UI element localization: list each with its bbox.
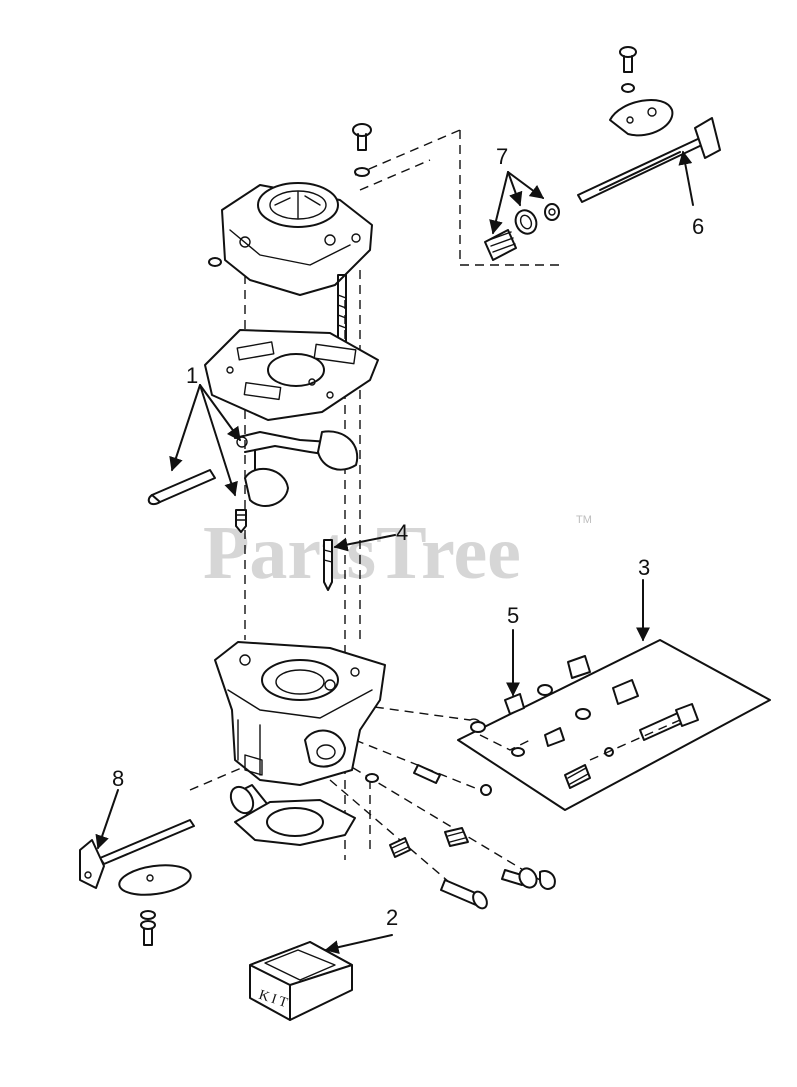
- top-screw: [352, 123, 372, 177]
- choke-spring-set: [484, 203, 560, 261]
- callout-3: 3: [638, 555, 650, 580]
- choke-shaft: [577, 117, 721, 203]
- flange-gasket: [234, 799, 356, 846]
- watermark: PartsTree TM: [203, 511, 592, 595]
- callout-arrows: [95, 150, 694, 955]
- callout-1: 1: [186, 363, 198, 388]
- callout-6: 6: [692, 214, 704, 239]
- float: [234, 430, 359, 507]
- callout-5: 5: [507, 603, 519, 628]
- throttle-shaft: [79, 819, 195, 889]
- float-pin: [147, 469, 216, 506]
- service-kit-panel: [457, 639, 771, 811]
- callout-7: 7: [496, 144, 508, 169]
- adjusting-screws: [365, 764, 556, 910]
- air-horn: [208, 159, 431, 296]
- callout-labels: 1 2 3 4 5 6 7 8: [112, 144, 704, 930]
- throttle-plate: [118, 864, 192, 946]
- watermark-trademark: TM: [576, 514, 592, 526]
- idle-jet: [323, 539, 333, 591]
- callout-4: 4: [396, 520, 408, 545]
- callout-8: 8: [112, 766, 124, 791]
- carburetor-body: [214, 641, 386, 786]
- kit-box: KIT: [249, 941, 353, 1021]
- watermark-text: PartsTree: [203, 511, 521, 595]
- choke-plate: [609, 46, 674, 137]
- callout-2: 2: [386, 905, 398, 930]
- inlet-needle: [235, 509, 247, 533]
- air-horn-gasket: [204, 329, 379, 421]
